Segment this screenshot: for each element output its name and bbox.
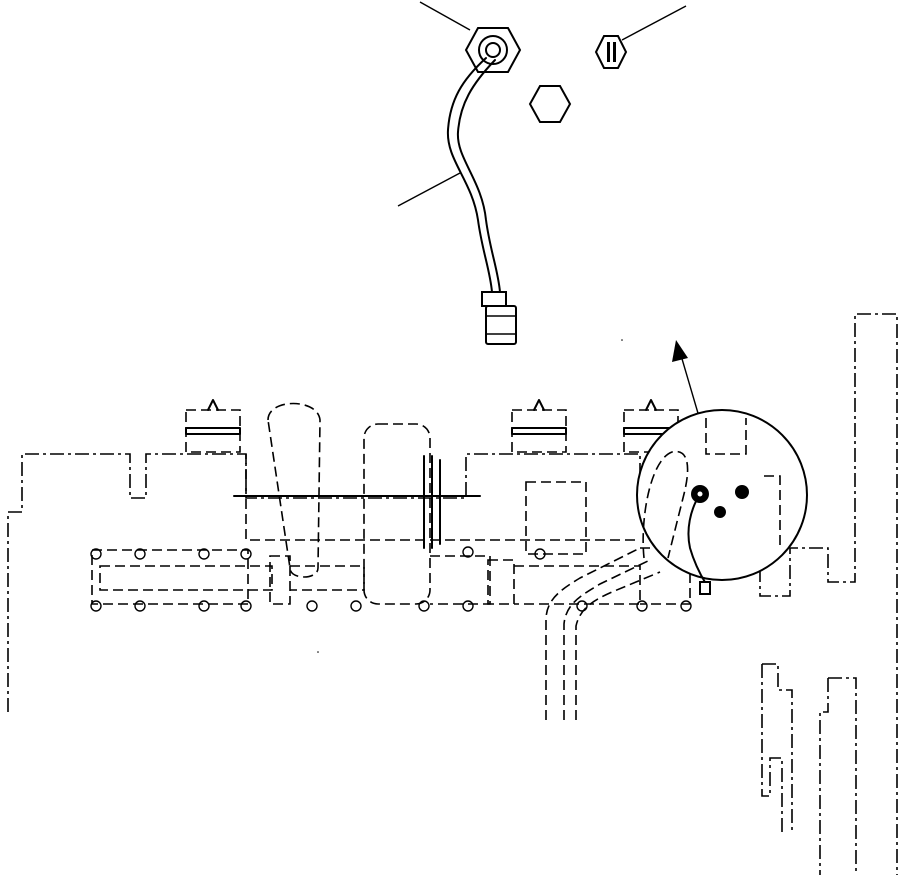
arrow-shaft: [679, 351, 701, 421]
bolt-1: [90, 548, 102, 560]
manifold-flange-right: [487, 559, 515, 605]
manifold-flange: [269, 555, 291, 605]
detail-edge: [764, 475, 781, 548]
head-line: [245, 454, 640, 541]
bolt-12: [462, 600, 474, 612]
sensor-with-nut: [464, 27, 522, 73]
bolt-10: [350, 600, 362, 612]
connector: [481, 291, 517, 345]
plug-nut: [594, 35, 628, 69]
plug-slot-left: [607, 42, 610, 62]
arrow-head: [672, 340, 688, 362]
detail-pipe: [642, 450, 689, 559]
bolt-heads: [90, 546, 692, 612]
bolt-5: [90, 600, 102, 612]
detail-arrow: [672, 340, 701, 421]
detail-sensor-center: [695, 489, 705, 499]
bolt-11: [418, 600, 430, 612]
manifold-pipe-mid: [290, 565, 365, 591]
hex-plug-small: [528, 85, 572, 123]
connector-body: [485, 305, 517, 345]
leader-line-plug: [621, 5, 687, 41]
detail-circle: [636, 409, 808, 595]
cap-1-band: [185, 427, 241, 435]
cap-2: [511, 409, 567, 453]
center-housing: [363, 423, 431, 605]
speck-2: [317, 651, 319, 653]
hex-plug-nut: [594, 35, 628, 69]
harness-wire-left: [446, 57, 493, 293]
cap-1-tip: [207, 399, 219, 411]
bolt-16: [636, 600, 648, 612]
cap-2-band: [511, 427, 567, 435]
turbo-housing: [267, 402, 321, 578]
manifold-right: [430, 555, 491, 605]
bolt-2: [134, 548, 146, 560]
frame-member-1: [762, 663, 793, 834]
detail-connector: [699, 581, 711, 595]
manifold-left: [91, 549, 249, 605]
bolt-7: [198, 600, 210, 612]
filter-box: [525, 481, 587, 555]
frame-member-3: [828, 677, 857, 875]
downpipe-outer: [545, 547, 641, 720]
bolt-17: [680, 600, 692, 612]
bolt-4: [240, 548, 252, 560]
manifold-pipe-right: [514, 565, 641, 605]
detail-circle-outline: [636, 409, 808, 581]
cap-3-tip: [645, 399, 657, 411]
cap-2-tip: [533, 399, 545, 411]
bolt-13: [462, 546, 474, 558]
bolt-6: [134, 600, 146, 612]
leader-line-harness: [397, 172, 461, 207]
detail-plug: [735, 485, 749, 499]
manifold-pipe-left: [99, 565, 273, 591]
bolt-9: [306, 600, 318, 612]
leader-line-sensor: [419, 1, 471, 31]
sensor-core: [485, 42, 501, 58]
connector-neck: [481, 291, 507, 307]
small-plug: [528, 85, 572, 123]
bolt-3: [198, 548, 210, 560]
plug-slot-right: [613, 42, 616, 62]
bolt-8: [240, 600, 252, 612]
detail-wire: [687, 493, 707, 585]
bolt-15: [576, 600, 588, 612]
injector-caps: [185, 399, 679, 453]
sensor-harness: [446, 57, 501, 293]
cap-1: [185, 409, 241, 453]
downpipe-inner: [575, 571, 661, 720]
speck-1: [621, 339, 623, 341]
frame-member-4: [819, 678, 829, 875]
frame-member-2: [761, 664, 783, 834]
harness-wire-right: [456, 59, 501, 293]
engine-assembly: [7, 313, 898, 875]
downpipe-mid: [563, 559, 651, 720]
detail-small-plug: [714, 506, 726, 518]
detail-boss: [705, 418, 747, 455]
block-outline: [7, 313, 898, 875]
